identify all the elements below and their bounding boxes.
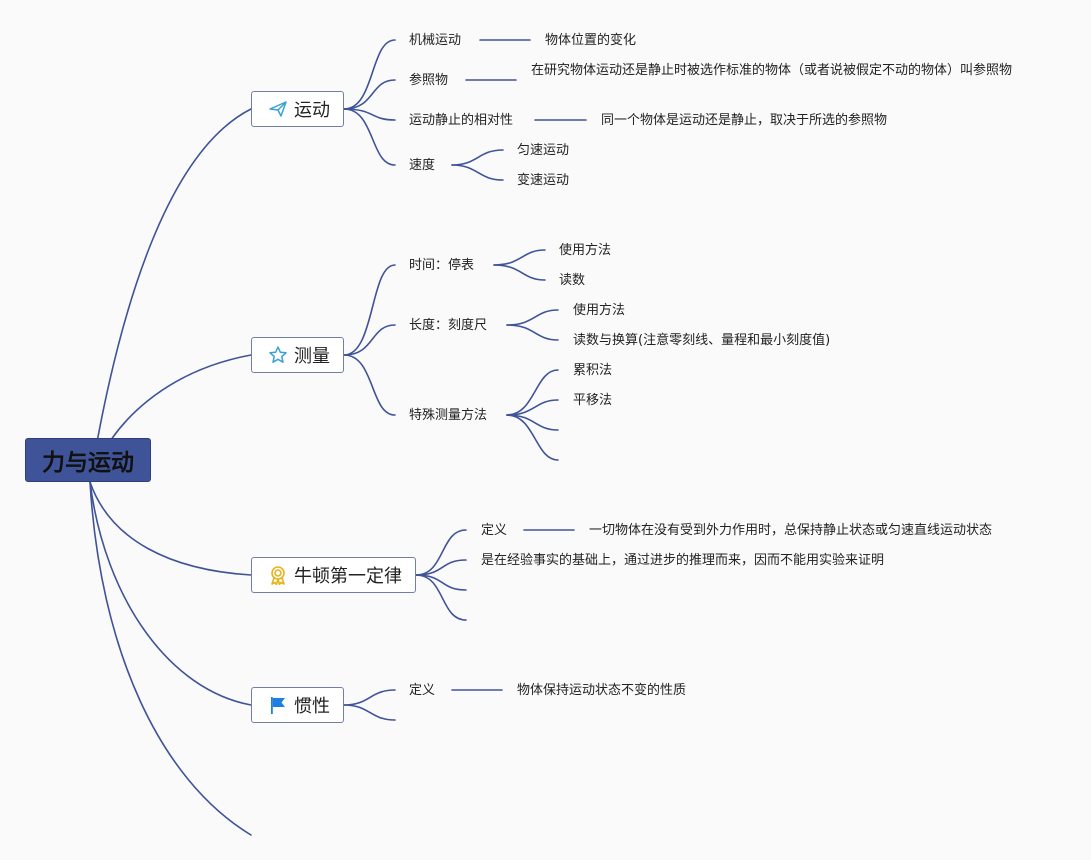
link-root-empty — [89, 481, 252, 836]
link-root-motion — [89, 108, 252, 483]
star-icon — [268, 345, 288, 365]
detail-mechanical-motion[interactable]: 物体位置的变化 — [545, 33, 637, 48]
topic-accumulation-method[interactable]: 累积法 — [573, 363, 613, 378]
topic-uniform-motion[interactable]: 匀速运动 — [517, 143, 570, 158]
link-root-inertia — [89, 481, 252, 706]
branch-newton-first-law[interactable]: 牛顿第一定律 — [251, 557, 416, 593]
branch-motion[interactable]: 运动 — [251, 91, 344, 127]
branch-measurement[interactable]: 测量 — [251, 337, 344, 373]
topic-variable-motion[interactable]: 变速运动 — [517, 173, 570, 188]
branch-newton-first-law-label: 牛顿第一定律 — [294, 566, 402, 587]
topic-stopwatch-reading[interactable]: 读数 — [559, 273, 586, 288]
detail-relativity-of-motion[interactable]: 同一个物体是运动还是静止，取决于所选的参照物 — [601, 113, 888, 128]
topic-length-ruler[interactable]: 长度：刻度尺 — [409, 318, 488, 333]
detail-reference-object[interactable]: 在研究物体运动还是静止时被选作标准的物体（或者说被假定不动的物体）叫参照物 — [531, 63, 1013, 78]
topic-mechanical-motion[interactable]: 机械运动 — [409, 33, 462, 48]
flag-icon — [268, 695, 288, 715]
detail-newton-definition[interactable]: 一切物体在没有受到外力作用时，总保持静止状态或匀速直线运动状态 — [589, 523, 993, 538]
topic-stopwatch-usage[interactable]: 使用方法 — [559, 243, 612, 258]
branch-motion-label: 运动 — [294, 100, 330, 121]
award-ribbon-icon — [268, 565, 288, 586]
topic-translation-method[interactable]: 平移法 — [573, 393, 613, 408]
branch-measurement-label: 测量 — [294, 346, 330, 367]
root-topic-label: 力与运动 — [42, 450, 134, 476]
topic-inertia-definition[interactable]: 定义 — [409, 683, 436, 698]
topic-newton-derivation[interactable]: 是在经验事实的基础上，通过进步的推理而来，因而不能用实验来证明 — [481, 553, 885, 568]
topic-ruler-usage[interactable]: 使用方法 — [573, 303, 626, 318]
link-root-newton — [89, 481, 252, 576]
topic-speed[interactable]: 速度 — [409, 158, 436, 173]
branch-inertia-label: 惯性 — [294, 696, 330, 717]
topic-special-methods[interactable]: 特殊测量方法 — [409, 408, 488, 423]
detail-inertia-definition[interactable]: 物体保持运动状态不变的性质 — [517, 683, 687, 698]
topic-time-stopwatch[interactable]: 时间：停表 — [409, 258, 475, 273]
topic-reference-object[interactable]: 参照物 — [409, 73, 449, 88]
root-topic[interactable]: 力与运动 — [25, 438, 151, 482]
topic-newton-definition[interactable]: 定义 — [481, 523, 508, 538]
branch-inertia[interactable]: 惯性 — [251, 687, 344, 723]
paper-plane-icon — [268, 99, 288, 119]
topic-relativity-of-motion[interactable]: 运动静止的相对性 — [409, 113, 514, 128]
topic-ruler-reading[interactable]: 读数与换算(注意零刻线、量程和最小刻度值) — [573, 333, 831, 348]
